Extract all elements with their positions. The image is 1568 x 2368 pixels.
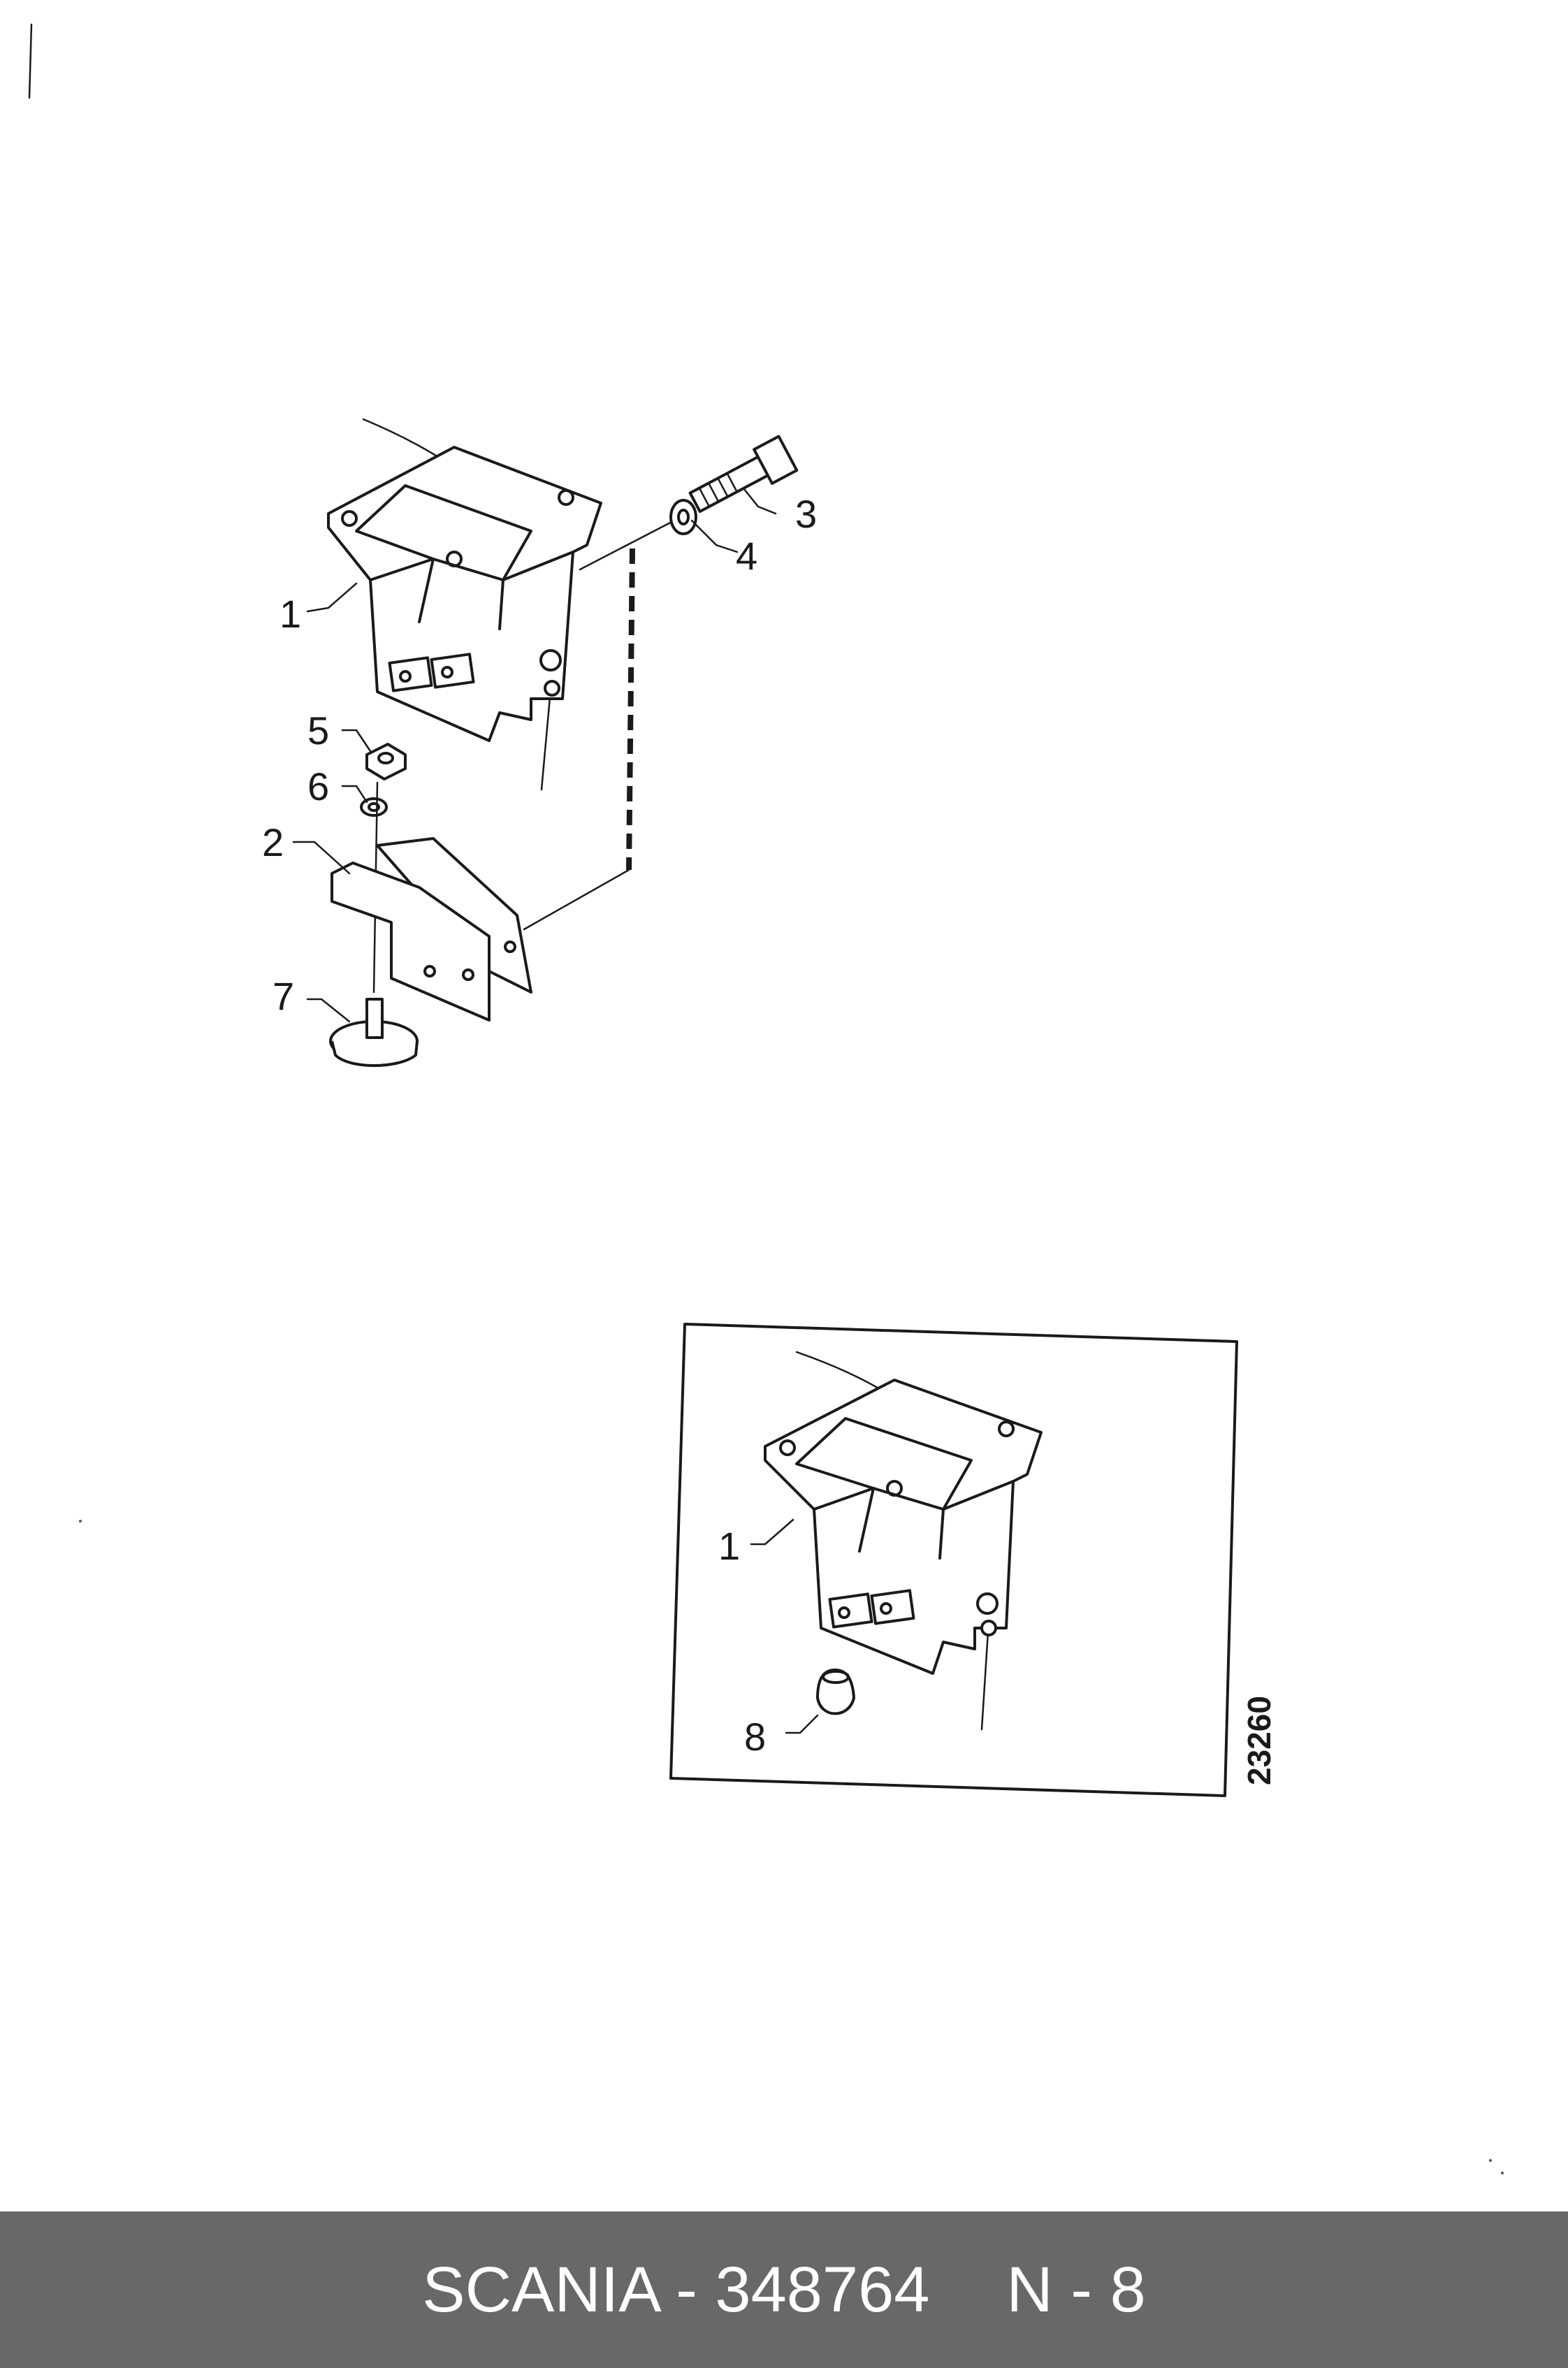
footer-bar: SCANIA - 348764 N - 8 bbox=[0, 2211, 1568, 2368]
main-view: 1 2 3 4 5 6 7 bbox=[262, 418, 817, 1067]
page-number: N - 8 bbox=[1006, 2253, 1146, 2325]
callout-8: 8 bbox=[744, 1715, 766, 1759]
scan-mark bbox=[28, 23, 33, 99]
callout-1-inset: 1 bbox=[718, 1524, 740, 1568]
callout-2: 2 bbox=[262, 820, 284, 864]
washer-part-6 bbox=[360, 797, 388, 817]
buffer-part-7 bbox=[329, 998, 419, 1067]
support-plate-part-2 bbox=[331, 837, 532, 1022]
callout-4: 4 bbox=[736, 534, 757, 578]
speck bbox=[79, 1520, 82, 1523]
brand-part-number: SCANIA - 348764 bbox=[422, 2253, 930, 2325]
bracket-part-1-inset bbox=[764, 1379, 1043, 1675]
alignment-dash bbox=[626, 548, 635, 871]
speck bbox=[1501, 2172, 1504, 2174]
inset-frame bbox=[669, 1323, 1238, 1797]
callout-7: 7 bbox=[273, 974, 294, 1018]
bracket-part-1 bbox=[327, 446, 602, 742]
bolt-part-3 bbox=[688, 435, 799, 514]
rubber-stop-part-8 bbox=[816, 1669, 855, 1715]
callout-1: 1 bbox=[280, 592, 301, 636]
callout-6: 6 bbox=[307, 764, 329, 808]
inset-view: 1 8 23260 bbox=[669, 1323, 1277, 1797]
figure-number: 23260 bbox=[1241, 1696, 1277, 1785]
nut-part-5 bbox=[365, 743, 407, 780]
washer-part-4 bbox=[669, 499, 697, 535]
callout-5: 5 bbox=[307, 709, 329, 753]
callout-3: 3 bbox=[795, 492, 817, 536]
speck bbox=[1489, 2159, 1492, 2162]
